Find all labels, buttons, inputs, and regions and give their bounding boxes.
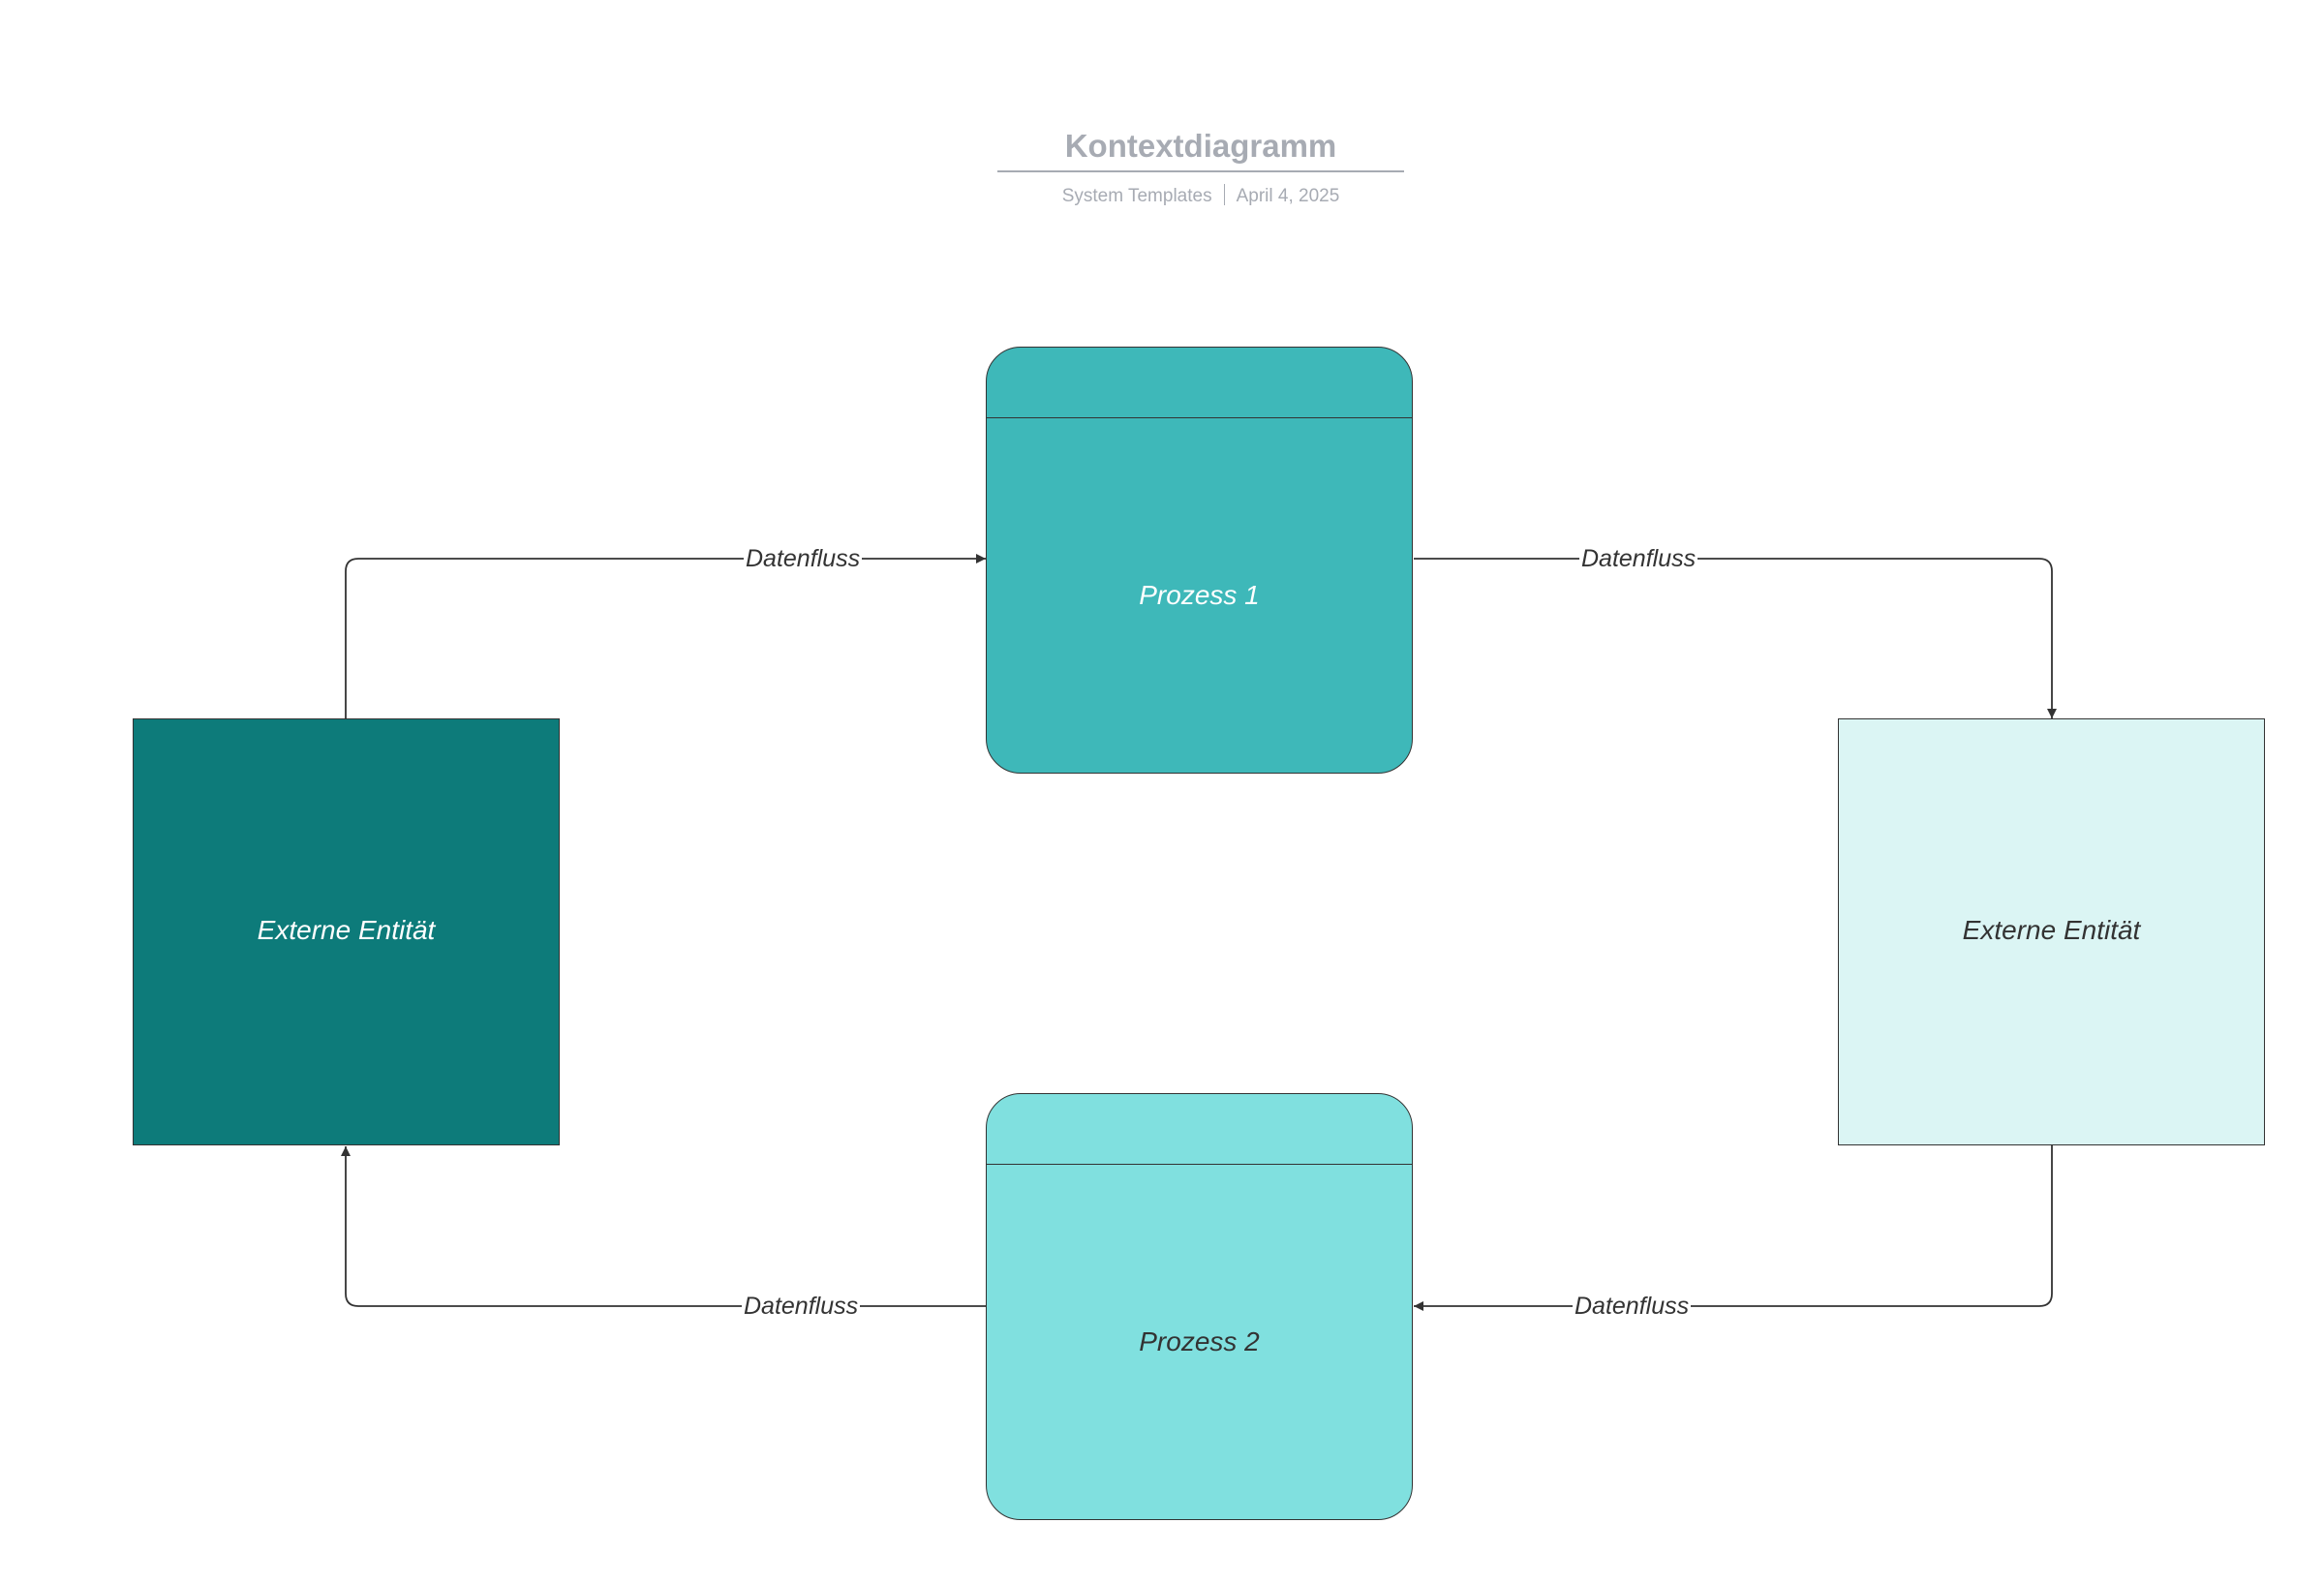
title-underline	[997, 170, 1404, 172]
external-entity-left-label: Externe Entität	[257, 915, 436, 945]
external-entity-right[interactable]: Externe Entität	[1838, 718, 2265, 1145]
flow-label-entity-right-to-process-2: Datenfluss	[1573, 1292, 1692, 1321]
subtitle-separator	[1223, 184, 1225, 205]
process-2-header	[987, 1094, 1412, 1165]
process-2-node[interactable]: Prozess 2	[986, 1093, 1413, 1520]
diagram-title: Kontextdiagramm	[1064, 128, 1337, 164]
flow-label-entity-left-to-process-1: Datenfluss	[744, 544, 863, 573]
external-entity-right-label: Externe Entität	[1962, 915, 2141, 945]
flow-label-process-2-to-entity-left: Datenfluss	[742, 1292, 861, 1321]
connector-process-1-to-entity-right[interactable]	[1414, 558, 2057, 718]
process-1-label: Prozess 1	[1139, 580, 1260, 610]
template-source: System Templates	[1061, 186, 1212, 206]
external-entity-left[interactable]: Externe Entität	[133, 718, 560, 1145]
diagram-subtitle: System Templates April 4, 2025	[997, 184, 1404, 207]
connector-process-2-to-entity-left[interactable]	[341, 1146, 986, 1307]
connector-entity-left-to-process-1[interactable]	[345, 554, 986, 718]
connector-entity-right-to-process-2[interactable]	[1414, 1145, 2053, 1311]
flow-label-process-1-to-entity-right: Datenfluss	[1579, 544, 1698, 573]
process-1-header	[987, 348, 1412, 418]
process-1-node[interactable]: Prozess 1	[986, 347, 1413, 774]
process-2-label: Prozess 2	[1139, 1326, 1260, 1356]
diagram-date: April 4, 2025	[1236, 186, 1340, 206]
